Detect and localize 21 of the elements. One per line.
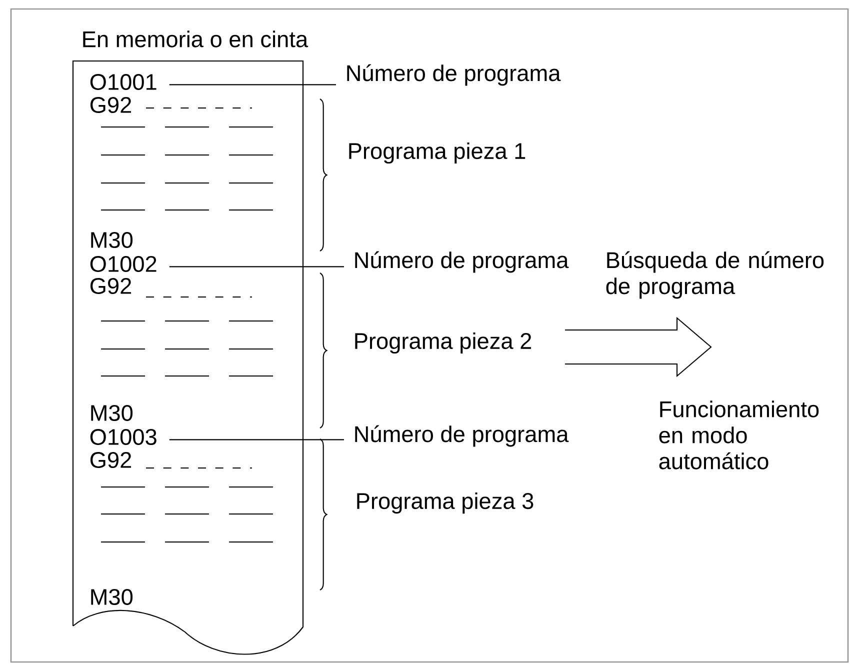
leader-line <box>169 266 344 268</box>
leader-line <box>169 84 336 86</box>
part-label: Programa pieza 1 <box>349 142 526 164</box>
code-line: O1003 <box>90 428 156 446</box>
code-line: M30 <box>91 588 133 606</box>
code-line: O1001 <box>90 74 156 90</box>
tape-heading: En memoria o en cinta <box>83 30 308 48</box>
caption-text: Búsqueda de número de programa <box>606 251 824 299</box>
code-line: G92 <box>90 278 132 294</box>
callout-text: Número de programa <box>347 64 561 86</box>
code-line: M30 <box>91 404 133 422</box>
callout-text: Número de programa <box>355 425 569 447</box>
part-label: Programa pieza 2 <box>355 332 532 354</box>
code-line: O1002 <box>90 256 156 272</box>
part-label: Programa pieza 3 <box>357 492 534 514</box>
callout-text: Número de programa <box>355 251 569 273</box>
code-line: G92 <box>90 452 132 468</box>
leader-line <box>169 439 344 440</box>
code-line: G92 <box>90 96 132 114</box>
caption-text: Funcionamiento en modo automático <box>659 400 819 470</box>
code-line: M30 <box>91 232 133 248</box>
